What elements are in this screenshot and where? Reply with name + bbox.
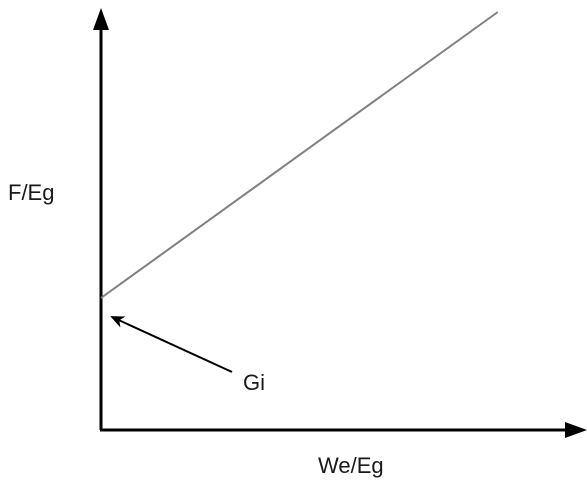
- y-axis-label: F/Eg: [8, 180, 54, 205]
- y-axis-arrowhead: [93, 8, 109, 30]
- x-axis-label: We/Eg: [318, 453, 384, 478]
- x-axis-arrowhead: [565, 422, 587, 438]
- series-line: [100, 11, 499, 299]
- intercept-annotation: Gi: [243, 370, 265, 395]
- intercept-callout-arrow: [110, 316, 233, 373]
